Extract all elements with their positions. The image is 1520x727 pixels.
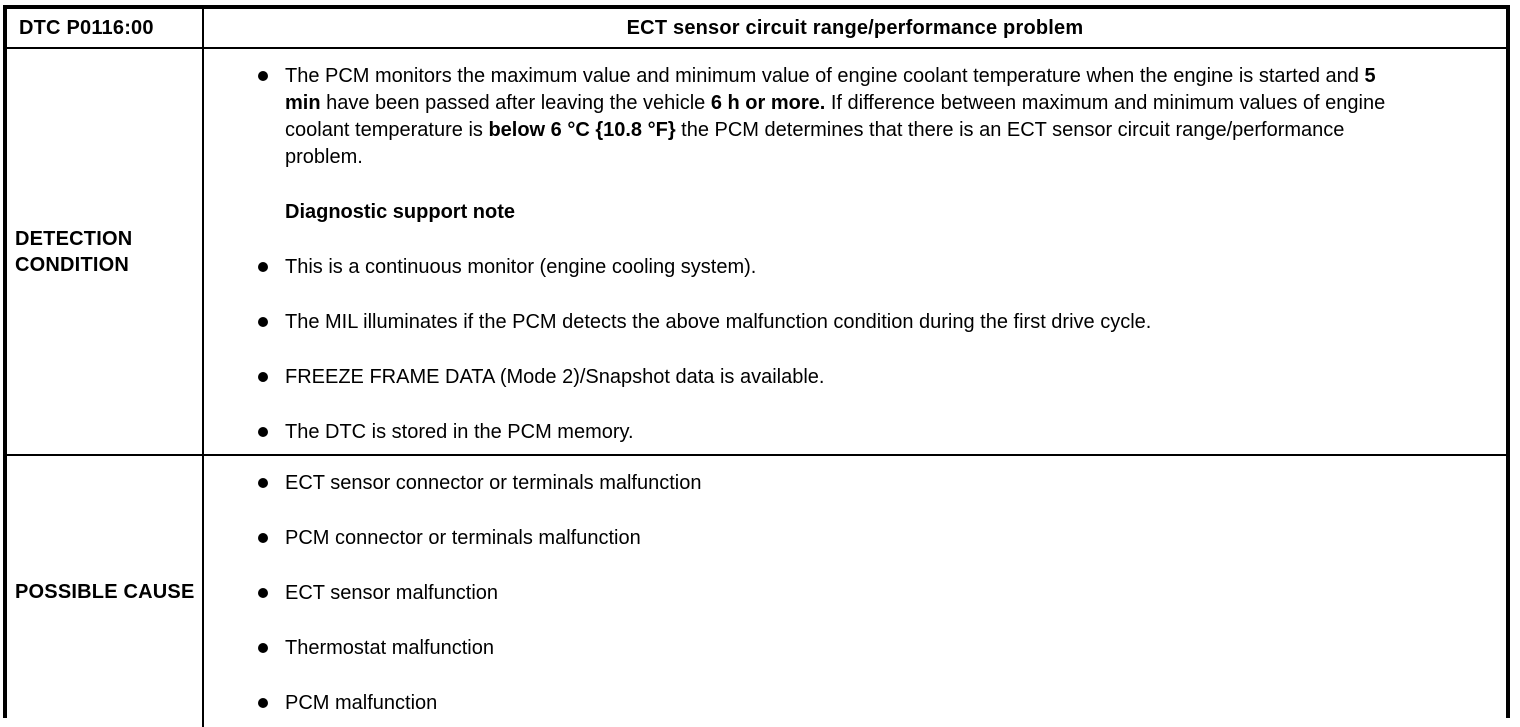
bullet-item: The PCM monitors the maximum value and m… xyxy=(258,63,1394,171)
possible-cause-label: POSSIBLE CAUSE xyxy=(7,456,204,727)
diagnostic-support-note-heading: Diagnostic support note xyxy=(285,201,515,223)
bullet-item: Thermostat malfunction xyxy=(258,635,1394,662)
bullet-item: ECT sensor connector or terminals malfun… xyxy=(258,470,1394,497)
bullet-icon xyxy=(258,478,268,488)
bullet-item: The DTC is stored in the PCM memory. xyxy=(258,419,1394,446)
bullet-item: PCM connector or terminals malfunction xyxy=(258,525,1394,552)
bullet-icon xyxy=(258,698,268,708)
bullet-icon xyxy=(258,533,268,543)
detection-condition-content: The PCM monitors the maximum value and m… xyxy=(204,49,1506,456)
bullet-item: ECT sensor malfunction xyxy=(258,580,1394,607)
dtc-info-table: DTC P0116:00 ECT sensor circuit range/pe… xyxy=(3,5,1510,727)
cause-text: PCM connector or terminals malfunction xyxy=(285,527,641,549)
dtc-code-cell: DTC P0116:00 xyxy=(7,9,204,49)
detection-condition-label: DETECTION CONDITION xyxy=(7,49,204,456)
bullet-icon xyxy=(258,262,268,272)
bullet-icon xyxy=(258,317,268,327)
cause-text: PCM malfunction xyxy=(285,692,438,714)
note-text: The DTC is stored in the PCM memory. xyxy=(285,421,634,443)
cause-text: ECT sensor connector or terminals malfun… xyxy=(285,472,702,494)
cause-text: ECT sensor malfunction xyxy=(285,582,499,604)
possible-cause-content: ECT sensor connector or terminals malfun… xyxy=(204,456,1506,727)
bullet-item: This is a continuous monitor (engine coo… xyxy=(258,254,1394,281)
bullet-icon xyxy=(258,588,268,598)
bullet-icon xyxy=(258,427,268,437)
bullet-item: PCM malfunction xyxy=(258,690,1394,717)
dtc-title-cell: ECT sensor circuit range/performance pro… xyxy=(204,9,1506,49)
note-text: FREEZE FRAME DATA (Mode 2)/Snapshot data… xyxy=(285,366,825,388)
bullet-item: The MIL illuminates if the PCM detects t… xyxy=(258,309,1394,336)
bullet-icon xyxy=(258,71,268,81)
note-text: The MIL illuminates if the PCM detects t… xyxy=(285,311,1152,333)
cause-text: Thermostat malfunction xyxy=(285,637,494,659)
detection-main-text: The PCM monitors the maximum value and m… xyxy=(285,65,1386,168)
note-text: This is a continuous monitor (engine coo… xyxy=(285,256,757,278)
bullet-icon xyxy=(258,643,268,653)
bullet-icon xyxy=(258,372,268,382)
bullet-item: FREEZE FRAME DATA (Mode 2)/Snapshot data… xyxy=(258,364,1394,391)
